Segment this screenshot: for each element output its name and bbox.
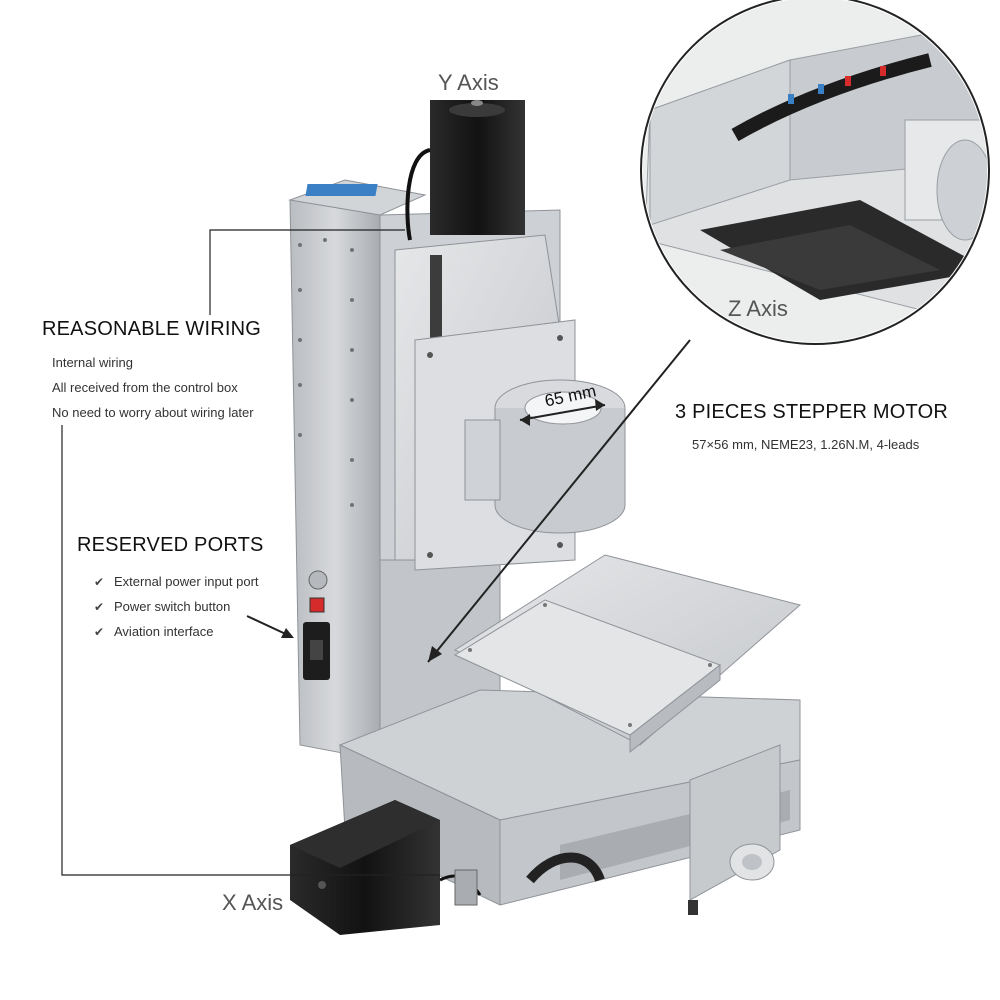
motor-spec: 57×56 mm, NEME23, 1.26N.M, 4-leads (692, 437, 920, 452)
power-switch (309, 597, 325, 613)
wiring-line: No need to worry about wiring later (52, 405, 254, 420)
wiring-line: Internal wiring (52, 355, 133, 370)
check-icon: ✔ (94, 575, 105, 589)
ports-title: RESERVED PORTS (77, 534, 264, 556)
drag-chain (731, 53, 932, 142)
wiring-line: All received from the control box (52, 380, 238, 395)
wiring-title: REASONABLE WIRING (42, 318, 261, 340)
z-axis-pointer-arrowhead (428, 646, 442, 662)
y-axis-label: Y Axis (438, 70, 499, 95)
column-blue-label (305, 184, 378, 196)
z-axis-pointer-line (427, 339, 691, 663)
ports-list-item: ✔ External power input port (94, 574, 259, 589)
z-axis-label: Z Axis (728, 296, 788, 321)
x-axis-callout-line (61, 425, 440, 876)
motor-title: 3 PIECES STEPPER MOTOR (675, 401, 948, 423)
check-icon: ✔ (94, 600, 105, 614)
ports-item-label: External power input port (114, 574, 259, 589)
aviation-port (308, 570, 328, 590)
ports-list-item: ✔ Power switch button (94, 599, 230, 614)
ports-item-label: Aviation interface (114, 624, 214, 639)
ports-item-label: Power switch button (114, 599, 231, 614)
ports-list-item: ✔ Aviation interface (94, 624, 214, 639)
check-icon: ✔ (94, 625, 105, 639)
spindle-holder-body (494, 408, 626, 534)
wiring-callout-line (209, 229, 405, 315)
y-axis-motor (430, 100, 525, 235)
x-axis-label: X Axis (222, 890, 284, 915)
